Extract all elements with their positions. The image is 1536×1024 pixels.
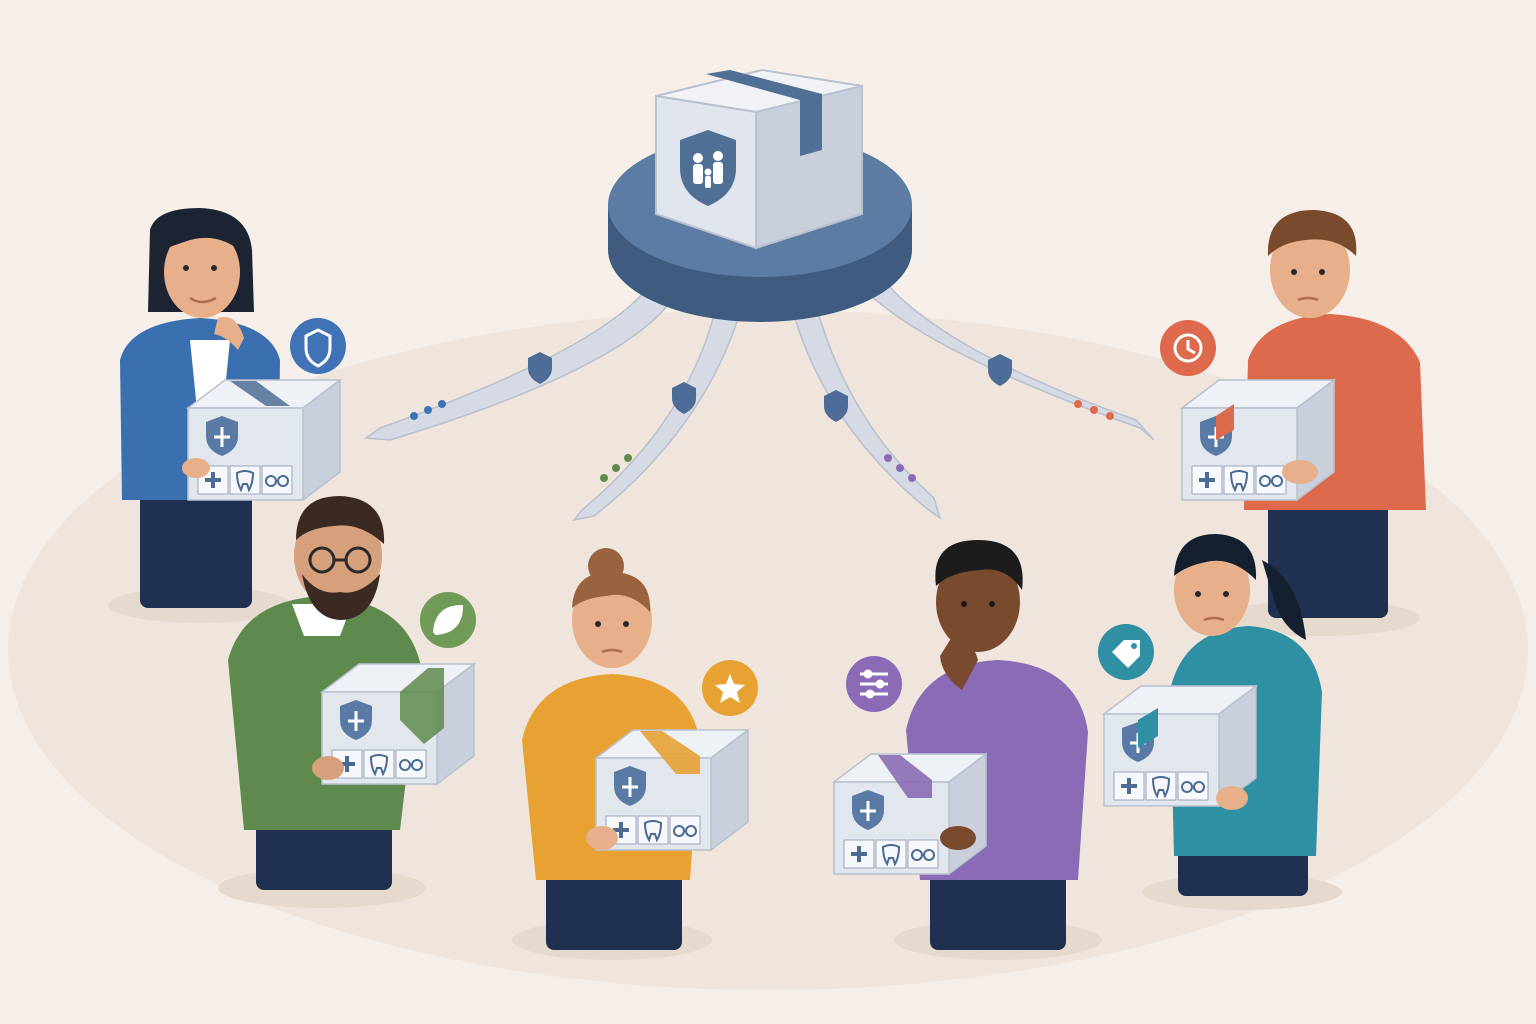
person-man-purple-shirt — [832, 540, 1102, 960]
person-woman-blazer — [108, 208, 346, 623]
family-shield-icon — [680, 130, 736, 206]
person-man-green-sweater — [218, 496, 476, 908]
clock-icon — [1173, 333, 1203, 363]
central-hub — [363, 68, 1155, 522]
leaf-icon — [432, 604, 464, 636]
star-icon — [715, 674, 745, 703]
distribution-arrows — [363, 277, 1155, 522]
dot-trails — [410, 400, 1114, 482]
shield-icon — [304, 328, 332, 368]
person-woman-teal-shirt — [1098, 534, 1342, 910]
badge-shield — [290, 318, 346, 374]
arrow-shield-icons — [528, 352, 1012, 422]
sliders-icon — [860, 669, 888, 699]
person-woman-yellow-sweater — [512, 548, 758, 960]
person-man-orange-sweater — [1160, 210, 1426, 636]
